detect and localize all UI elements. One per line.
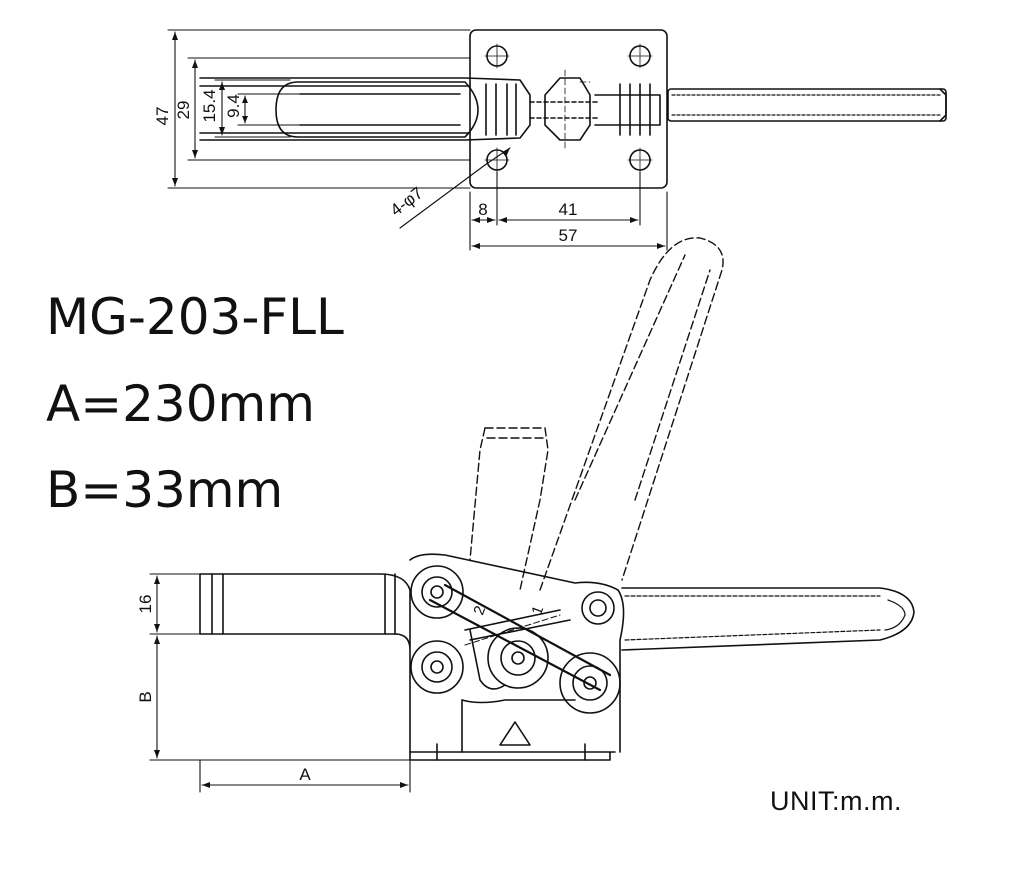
- dim-57-label: 57: [559, 226, 578, 245]
- dim-15-4-label: 15.4: [200, 89, 219, 122]
- top-arrowheads: [172, 32, 665, 249]
- top-view-labels: 47 29 15.4 9.4 4-φ7 8 41 57: [153, 89, 577, 245]
- side-dimensions: [149, 573, 411, 793]
- dim-8-label: 8: [478, 200, 487, 219]
- mark-2-label: 2: [470, 604, 489, 618]
- unit-note: UNIT:m.m.: [770, 786, 902, 816]
- dim-29-label: 29: [174, 101, 193, 120]
- hole-callout-label: 4-φ7: [387, 183, 427, 220]
- dimension-b-value: B=33mm: [46, 461, 284, 519]
- mark-1-label: 1: [528, 604, 547, 618]
- base-plate-outline: [469, 29, 668, 189]
- handle-open-phantom: [469, 237, 724, 591]
- pivot-points: [410, 565, 621, 714]
- side-view-labels: 16 B A 1 2: [136, 595, 547, 784]
- dim-16-label: 16: [136, 595, 155, 614]
- handle-closed: [621, 587, 915, 651]
- handle-top-view: [667, 88, 947, 122]
- dim-47-label: 47: [153, 107, 172, 126]
- dim-b-label: B: [136, 691, 155, 702]
- dim-a-label: A: [299, 765, 311, 784]
- dim-41-label: 41: [559, 200, 578, 219]
- mounting-holes: [484, 43, 653, 173]
- spindle-body: [199, 69, 661, 151]
- top-view: [167, 29, 947, 251]
- top-dimensions: [167, 29, 668, 251]
- dim-9-4-label: 9.4: [224, 94, 243, 118]
- linkage-arms: [428, 583, 612, 692]
- model-number: MG-203-FLL: [46, 288, 344, 346]
- side-arrowheads: [154, 576, 408, 788]
- clamp-body: [199, 553, 625, 761]
- dimension-a-value: A=230mm: [46, 375, 315, 433]
- side-view: [149, 237, 915, 793]
